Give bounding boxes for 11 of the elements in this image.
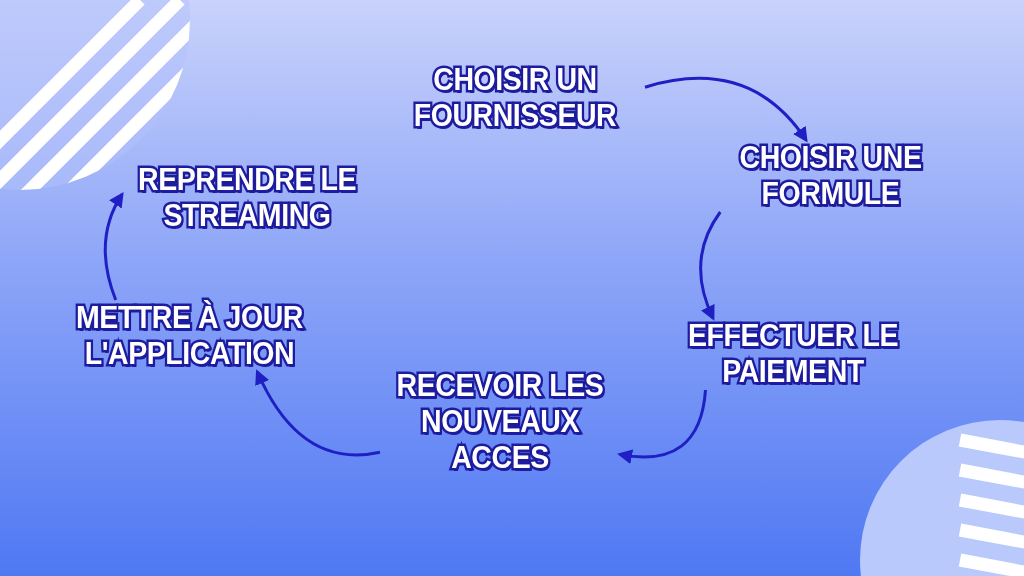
curved-arrow	[103, 191, 124, 301]
curved-arrow	[617, 389, 707, 464]
step-label: CHOISIR UN FOURNISSEUR	[412, 62, 618, 134]
step-label: REPRENDRE LE STREAMING	[137, 162, 357, 234]
step-label: RECEVOIR LES NOUVEAUX ACCES	[395, 368, 605, 476]
step-label: CHOISIR UNE FORMULE	[738, 140, 923, 212]
step-label: METTRE À JOUR L'APPLICATION	[75, 300, 304, 372]
curved-arrow	[255, 369, 381, 457]
curved-arrow	[644, 76, 808, 143]
curved-arrow	[699, 211, 722, 321]
step-label: EFFECTUER LE PAIEMENT	[687, 318, 899, 390]
